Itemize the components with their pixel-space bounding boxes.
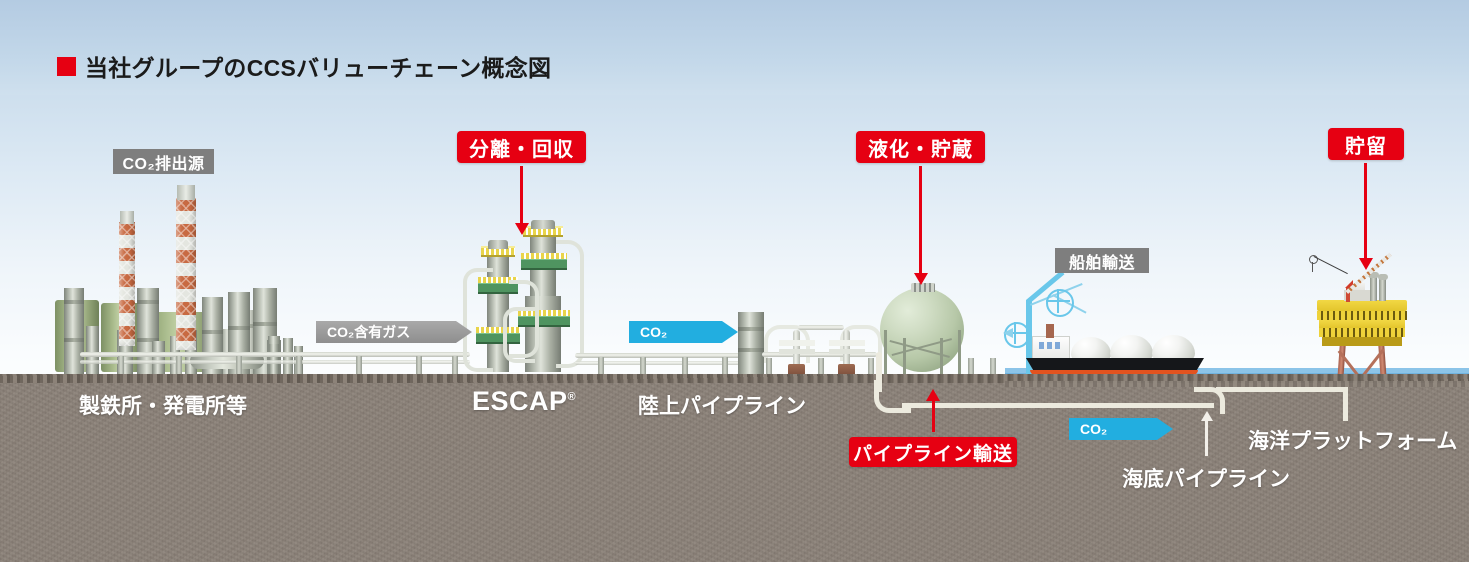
label-subsea-pipeline: 海底パイプライン — [1122, 468, 1290, 491]
stage-badge-pipeline-transport[interactable]: パイプライン輸送 — [849, 437, 1017, 467]
stage-badge-ship-transport[interactable]: 船舶輸送 — [1055, 248, 1149, 273]
label-offshore-platform: 海洋プラットフォーム — [1248, 430, 1458, 453]
label-escap: ESCAP® — [472, 386, 576, 417]
sky-top-gradient — [0, 0, 1469, 95]
label-steelworks-powerplants: 製鉄所・発電所等 — [79, 395, 247, 418]
arrow-liquefaction — [919, 166, 922, 274]
escap-text: ESCAP — [472, 386, 568, 416]
label-onshore-pipeline: 陸上パイプライン — [638, 395, 806, 418]
arrow-sequestration — [1364, 163, 1367, 259]
seabed-surface-line — [1005, 381, 1469, 387]
flow-tag-co2-subsea: CO₂ — [1069, 418, 1173, 440]
stage-badge-capture[interactable]: 分離・回収 — [457, 131, 586, 163]
stage-badge-emission-source[interactable]: CO₂排出源 — [113, 149, 214, 174]
stage-badge-sequestration[interactable]: 貯留 — [1328, 128, 1404, 160]
arrow-capture — [520, 166, 523, 224]
title-marker-icon — [57, 56, 76, 76]
ground-surface-line — [0, 374, 1469, 383]
arrow-subsea-pipeline — [1205, 420, 1208, 456]
sea-surface-highlight — [1005, 368, 1469, 373]
flow-tag-co2-onshore: CO₂ — [629, 321, 738, 343]
stage-badge-liquefaction[interactable]: 液化・貯蔵 — [856, 131, 985, 163]
title-text: 当社グループのCCSバリューチェーン概念図 — [85, 55, 552, 81]
escap-registered-icon: ® — [567, 391, 577, 403]
arrow-pipeline-transport — [932, 400, 935, 432]
page-title: 当社グループのCCSバリューチェーン概念図 — [57, 49, 551, 83]
flow-tag-co2-bearing-gas: CO₂含有ガス — [316, 321, 472, 343]
